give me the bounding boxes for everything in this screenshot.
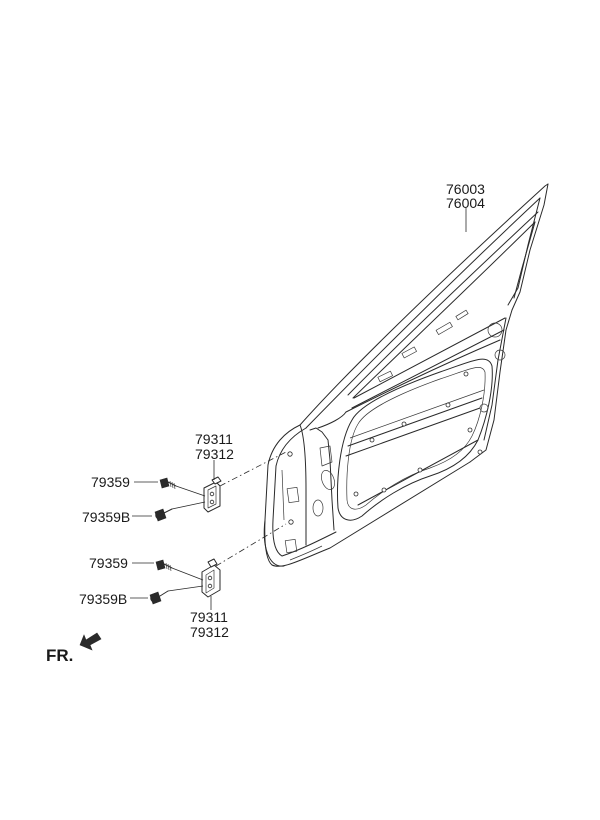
lower-hinge-mount-line	[215, 523, 287, 567]
label-door-panel-76004[interactable]: 76004	[446, 195, 485, 211]
label-upper-bolt-79359B[interactable]: 79359B	[82, 509, 130, 525]
upper-hinge[interactable]	[203, 476, 222, 513]
front-direction-indicator: FR.	[46, 632, 102, 665]
label-lower-bolt-79359[interactable]: 79359	[89, 555, 128, 571]
upper-hinge-mount-line	[219, 451, 287, 487]
lower-hinge[interactable]	[201, 558, 221, 598]
label-door-panel-76003[interactable]: 76003	[446, 181, 485, 197]
arrow-front-left-icon	[79, 632, 102, 651]
label-lower-bolt-79359B[interactable]: 79359B	[79, 591, 127, 607]
front-door-panel[interactable]	[263, 183, 549, 567]
upper-bolt-b-to-hinge-line	[171, 501, 206, 510]
label-upper-hinge-79312[interactable]: 79312	[195, 446, 234, 462]
lower-bolt-79359B[interactable]	[149, 590, 169, 605]
lower-bolt-b-to-hinge-line	[167, 585, 204, 592]
label-lower-hinge-79312[interactable]: 79312	[190, 624, 229, 640]
upper-bolt-79359[interactable]	[159, 477, 177, 490]
upper-bolt-79359B[interactable]	[154, 508, 173, 522]
front-direction-label: FR.	[46, 646, 73, 665]
label-lower-hinge-79311[interactable]: 79311	[190, 609, 228, 625]
label-upper-bolt-79359[interactable]: 79359	[91, 474, 130, 490]
label-upper-hinge-79311[interactable]: 79311	[195, 431, 233, 447]
lower-bolt-79359[interactable]	[155, 559, 173, 572]
upper-bolt-to-hinge-line	[175, 485, 206, 497]
lower-bolt-to-hinge-line	[171, 567, 204, 581]
